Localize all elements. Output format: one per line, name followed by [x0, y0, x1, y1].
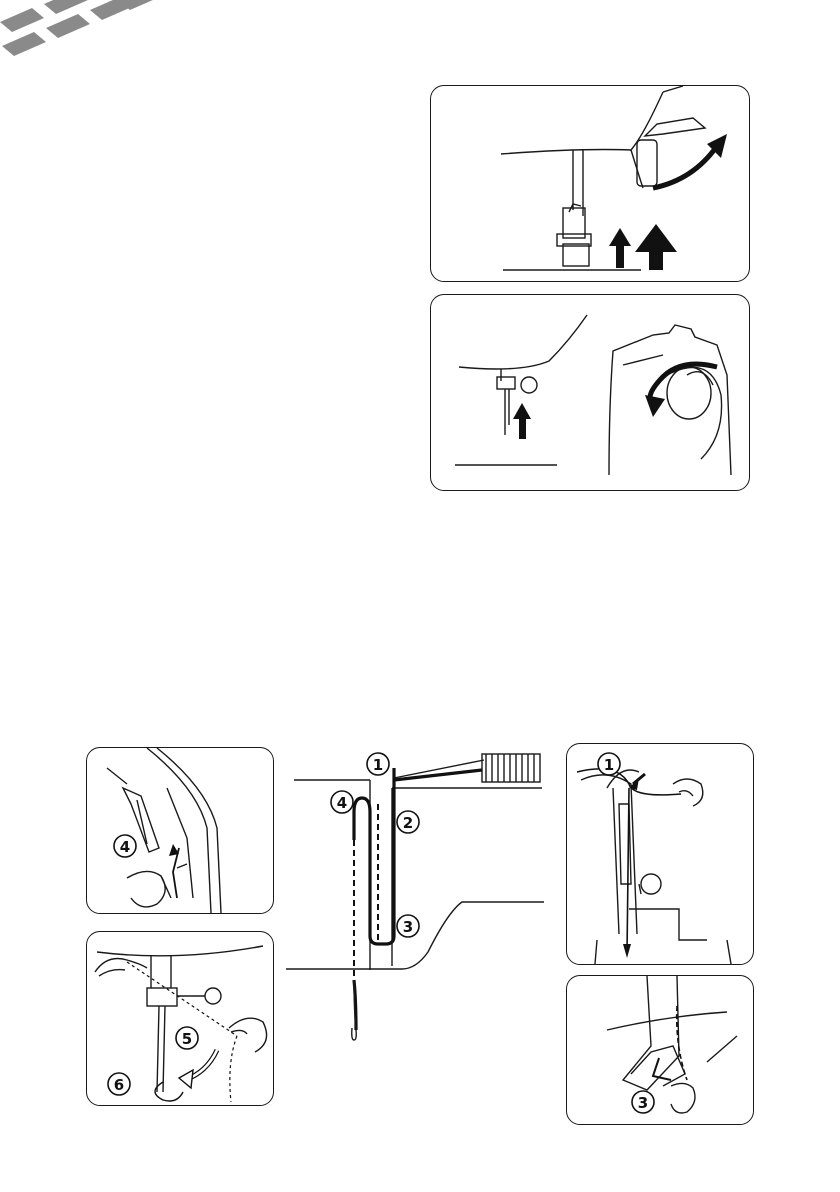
step-4-marker: 4 [331, 791, 353, 813]
rotate-toward-icon [650, 364, 717, 403]
lower-guide-panel: 3 [566, 975, 754, 1125]
up-arrow-icon [513, 403, 531, 439]
svg-text:5: 5 [182, 1030, 192, 1048]
corner-stripes [0, 0, 180, 80]
curved-arrow-icon [653, 146, 717, 188]
needle-threading-panel: 5 6 [86, 931, 274, 1106]
step-3-marker: 3 [397, 915, 419, 937]
step-2-marker: 2 [397, 811, 419, 833]
svg-text:4: 4 [337, 794, 347, 812]
presser-foot-panel [430, 85, 750, 282]
threading-path-diagram: 1 2 3 4 [282, 740, 548, 1050]
svg-text:1: 1 [373, 756, 383, 774]
svg-text:2: 2 [403, 814, 413, 832]
svg-text:3: 3 [403, 918, 413, 936]
svg-text:6: 6 [114, 1076, 124, 1094]
svg-text:4: 4 [120, 838, 130, 856]
thread-guide-panel: 1 [566, 743, 754, 965]
svg-text:1: 1 [604, 756, 614, 774]
step-1-marker: 1 [367, 753, 389, 775]
takeup-lever-panel: 4 [86, 747, 274, 914]
up-arrow-icon [609, 224, 677, 270]
svg-text:3: 3 [638, 1094, 648, 1112]
handwheel-panel [430, 294, 750, 491]
